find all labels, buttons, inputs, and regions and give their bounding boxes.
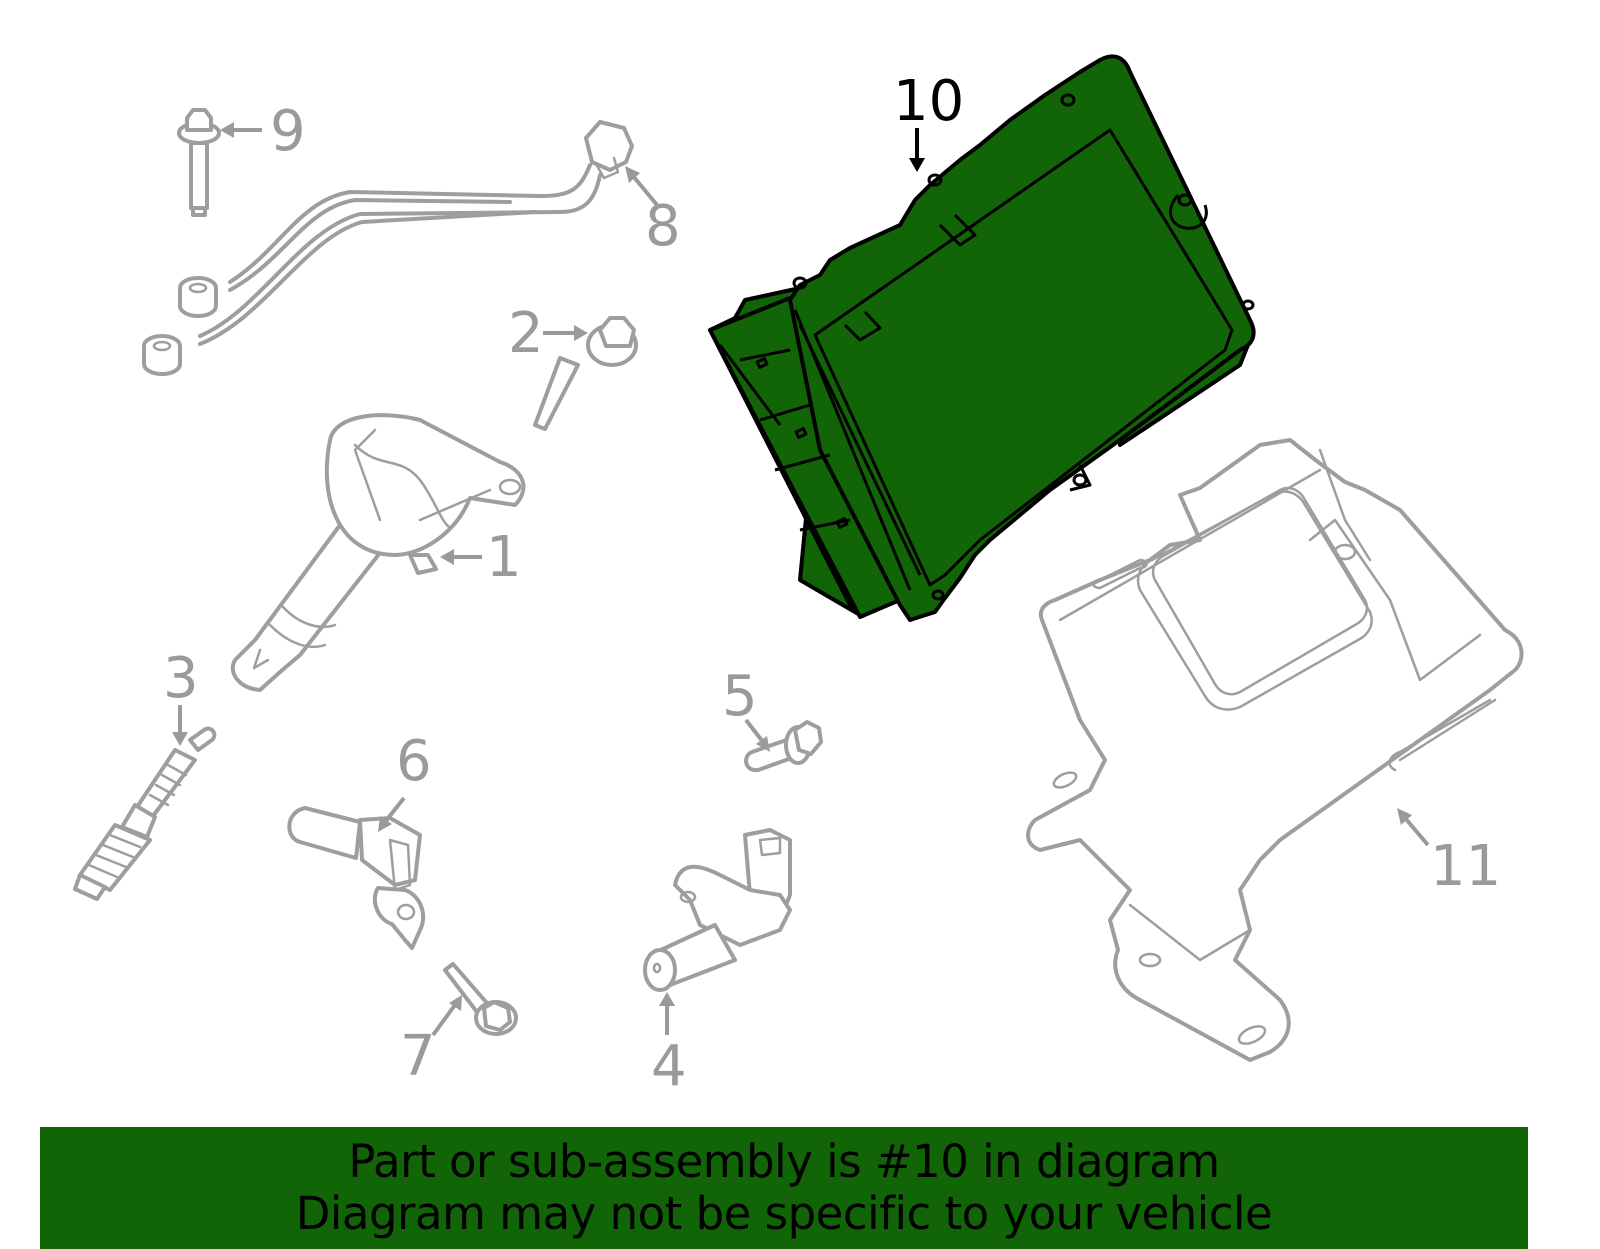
part-9-bolt-icon[interactable] bbox=[177, 108, 221, 217]
part-3-spark-plug-icon[interactable] bbox=[73, 726, 217, 901]
callout-11[interactable]: 11 bbox=[1430, 834, 1501, 899]
banner-disclaimer: Diagram may not be specific to your vehi… bbox=[295, 1187, 1273, 1240]
callout-10-arrow bbox=[909, 128, 925, 172]
callout-8-arrow bbox=[625, 166, 659, 207]
callout-9[interactable]: 9 bbox=[270, 99, 306, 164]
callout-2[interactable]: 2 bbox=[508, 301, 544, 366]
banner-part-note: Part or sub-assembly is #10 in diagram bbox=[348, 1135, 1220, 1188]
part-7-bolt-icon[interactable] bbox=[443, 962, 518, 1036]
callout-1[interactable]: 1 bbox=[486, 525, 522, 590]
callout-6[interactable]: 6 bbox=[396, 729, 432, 794]
callout-7[interactable]: 7 bbox=[400, 1024, 436, 1089]
part-1-ignition-coil-icon[interactable] bbox=[230, 413, 526, 692]
callout-4-arrow bbox=[659, 992, 675, 1035]
part-10-engine-control-module-icon[interactable] bbox=[708, 54, 1256, 622]
callout-11-arrow bbox=[1397, 808, 1430, 847]
callout-10[interactable]: 10 bbox=[893, 69, 964, 134]
callout-3-arrow bbox=[172, 705, 188, 746]
callout-2-arrow bbox=[543, 325, 588, 341]
callout-6-arrow bbox=[378, 796, 406, 832]
callout-7-arrow bbox=[431, 995, 462, 1037]
callout-4[interactable]: 4 bbox=[651, 1034, 687, 1099]
info-banner: Part or sub-assembly is #10 in diagram D… bbox=[40, 1127, 1528, 1249]
callout-9-arrow bbox=[220, 122, 262, 138]
callout-8[interactable]: 8 bbox=[645, 194, 681, 259]
callout-5[interactable]: 5 bbox=[722, 664, 758, 729]
part-2-bolt-icon[interactable] bbox=[533, 316, 638, 431]
part-11-ecm-bracket-icon[interactable] bbox=[1026, 438, 1524, 1062]
part-8-knock-sensor-harness-icon[interactable] bbox=[142, 120, 634, 376]
callout-5-arrow bbox=[744, 718, 770, 752]
callout-3[interactable]: 3 bbox=[163, 646, 199, 711]
part-6-position-sensor-icon[interactable] bbox=[287, 806, 426, 950]
part-4-crankshaft-sensor-icon[interactable] bbox=[643, 828, 792, 992]
callout-1-arrow bbox=[440, 549, 482, 565]
part-5-bolt-icon[interactable] bbox=[744, 720, 823, 773]
